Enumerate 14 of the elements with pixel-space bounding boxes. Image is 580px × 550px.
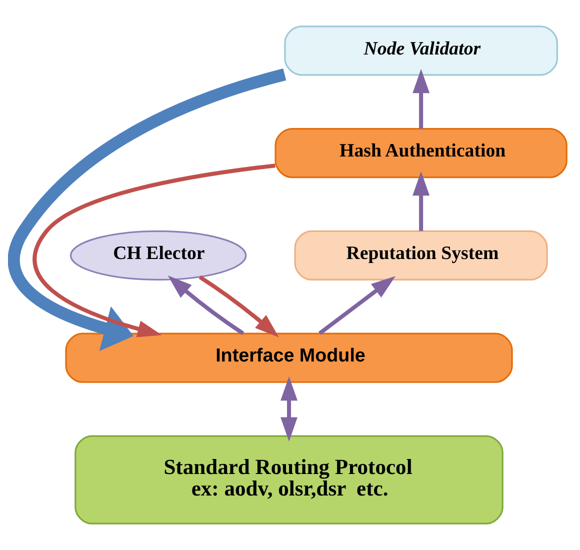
arrow [198, 275, 279, 338]
arrow [318, 276, 396, 336]
arrow [412, 171, 430, 231]
node-box: Node Validator [284, 26, 558, 76]
node-box: Hash Authentication [274, 128, 568, 178]
node-box: Reputation System [294, 230, 548, 281]
node-box: Standard Routing Protocol ex: aodv, olsr,dsr etc. [74, 435, 504, 524]
arrow [412, 68, 430, 129]
arrow [280, 376, 298, 442]
arrow [32, 164, 276, 338]
node-box: Interface Module [65, 332, 513, 383]
node-ellipse: CH Elector [70, 230, 247, 281]
arrow [168, 275, 244, 336]
arrow [8, 68, 286, 352]
